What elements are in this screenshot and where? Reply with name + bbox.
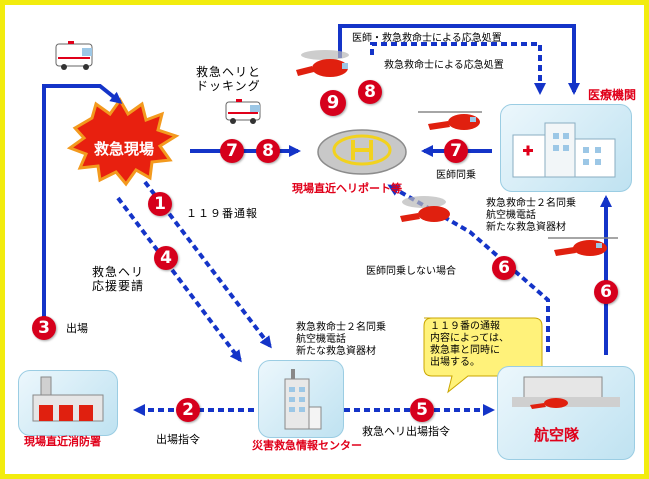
docking-label-line1: 救急ヘリと	[196, 65, 262, 79]
hangar-icon	[512, 376, 620, 409]
dispatch-center-label: 災害救急情報センター	[252, 439, 362, 452]
step-marker-2: 2	[176, 398, 200, 422]
bubble-text-line1: １１９番の通報	[430, 321, 500, 332]
heliport-pad	[317, 129, 407, 175]
doctor-ride-label: 医師同乗	[436, 170, 476, 181]
dispatch-label: 出場	[66, 322, 88, 335]
air-note-line2: 航空機電話	[486, 210, 536, 221]
bubble-text-line2: 内容によっては、	[430, 333, 509, 344]
hospital-label: 医療機関	[588, 88, 637, 102]
heliport-label: 現場直近ヘリポート等	[292, 182, 402, 195]
helicopter-icon-lower-right	[548, 237, 618, 256]
ambulance-icon-center	[225, 99, 261, 124]
hospital-building-icon	[512, 122, 616, 178]
no-doctor-label: 医師同乗しない場合	[366, 266, 456, 277]
step-marker-8-top: 8	[358, 80, 382, 104]
hospital-box	[500, 104, 632, 192]
ambulance-icon-left	[55, 41, 93, 70]
bubble-text-line3: 救急車と同時に	[430, 345, 500, 356]
fire-station-icon	[32, 376, 104, 422]
bubble-text-line4: 出場する。	[430, 357, 480, 368]
step-marker-4: 4	[154, 246, 178, 270]
scene-label: 救急現場	[94, 140, 155, 158]
air-note-line3: 新たな救急資器材	[486, 222, 566, 233]
center-note-line2: 航空機電話	[296, 334, 346, 345]
fire-station-box	[18, 370, 118, 436]
step-marker-3: 3	[32, 316, 56, 340]
dispatch-center-building-icon	[284, 369, 322, 430]
step-marker-1: 1	[148, 192, 172, 216]
step-marker-9: 9	[320, 90, 346, 116]
call-119-label: １１９番通報	[186, 207, 258, 220]
heli-request-label-line1: 救急ヘリ	[92, 265, 145, 279]
helicopter-icon-top	[296, 50, 349, 77]
fire-station-label: 現場直近消防署	[24, 435, 101, 448]
air-unit-label: 航空隊	[534, 426, 580, 444]
air-note-line1: 救急救命士２名同乗	[486, 198, 576, 209]
step-marker-6-dashed: 6	[492, 256, 516, 280]
dispatch-center-box	[258, 360, 344, 438]
helicopter-icon-right	[418, 111, 482, 130]
docking-label-line2: ドッキング	[196, 79, 261, 93]
heli-dispatch-order-label: 救急ヘリ出場指令	[362, 425, 450, 438]
step-marker-6-solid: 6	[594, 280, 618, 304]
step-marker-7-left: 7	[220, 139, 244, 163]
air-unit-box	[497, 366, 635, 460]
center-note-line1: 救急救命士２名同乗	[296, 322, 386, 333]
dispatch-order-label: 出場指令	[156, 433, 200, 446]
step-marker-8-left: 8	[256, 139, 280, 163]
heli-request-label-line2: 応援要請	[92, 279, 145, 293]
doctor-treatment-label: 医師・救急救命士による応急処置	[352, 33, 502, 44]
step-marker-7-right: 7	[444, 139, 468, 163]
helicopter-icon-middle	[400, 196, 450, 222]
paramedic-treatment-label: 救急救命士による応急処置	[384, 60, 504, 71]
center-note-line3: 新たな救急資器材	[296, 346, 376, 357]
step-marker-5: 5	[410, 398, 434, 422]
